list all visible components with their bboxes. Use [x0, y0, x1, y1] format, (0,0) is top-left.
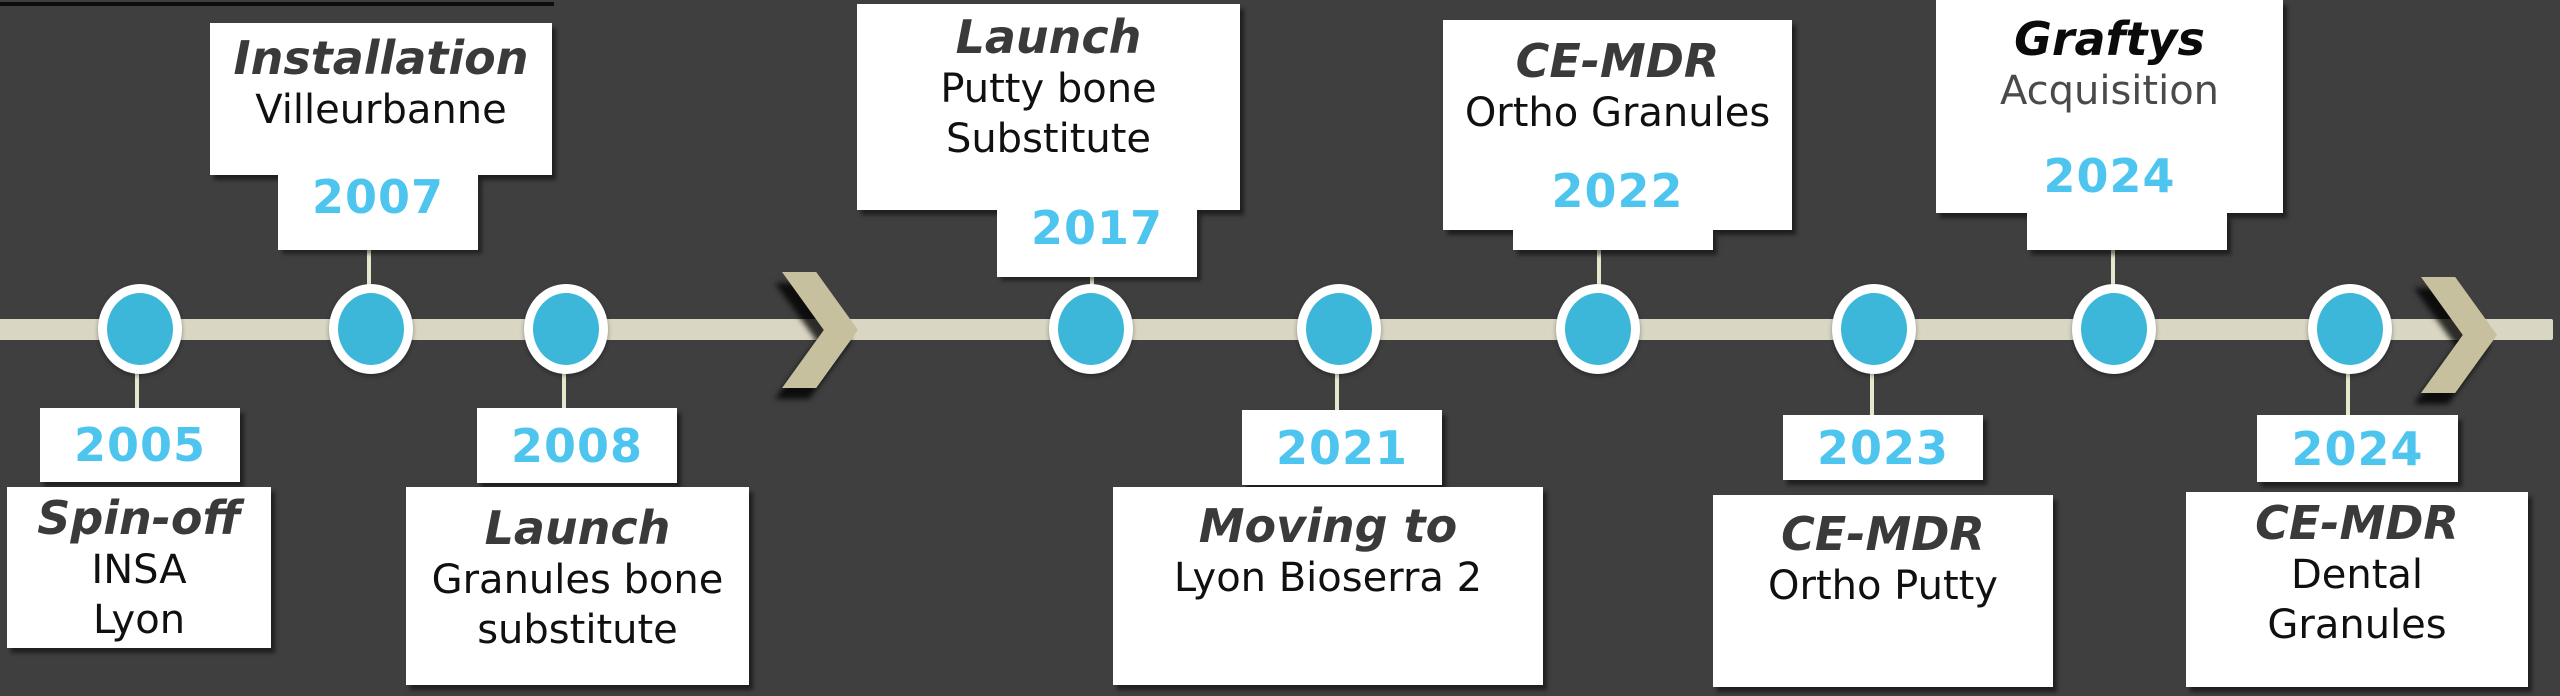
timeline-dot-2022: [1556, 284, 1640, 374]
event-title: Spin-off: [37, 491, 241, 545]
top-edge-line: [0, 2, 554, 6]
dot-core: [1306, 293, 1372, 365]
year-box-2024-dental: 2024: [2257, 415, 2458, 482]
year-label: 2022: [1551, 164, 1684, 218]
event-card-2022: CE-MDR Ortho Granules 2022: [1443, 20, 1792, 230]
timeline-dot-2007: [329, 284, 413, 374]
year-label: 2007: [311, 169, 445, 224]
dot-core: [1058, 293, 1124, 365]
year-box-2023: 2023: [1783, 415, 1983, 480]
event-subtitle-line: Lyon: [92, 597, 186, 643]
event-subtitle-line: Dental: [2290, 552, 2424, 598]
year-label: 2023: [1816, 420, 1950, 475]
timeline-dot-2024-dental: [2308, 284, 2392, 374]
event-title: CE-MDR: [1515, 34, 1720, 88]
event-title: Moving to: [1198, 499, 1458, 553]
timeline-dot-2008: [524, 284, 608, 374]
timeline-dot-2021: [1297, 284, 1381, 374]
dot-core: [338, 293, 404, 365]
year-label: 2024: [2043, 149, 2176, 203]
timeline-dot-2024-graftys: [2072, 284, 2156, 374]
dot-core: [1841, 293, 1907, 365]
year-label: 2017: [1030, 200, 1164, 255]
event-subtitle-line: Acquisition: [1999, 68, 2220, 114]
event-title: Launch: [955, 10, 1142, 64]
year-label: 2008: [510, 418, 644, 473]
event-title: Graftys: [2014, 12, 2205, 66]
timeline-dot-2017: [1049, 284, 1133, 374]
timeline-dot-2023: [1832, 284, 1916, 374]
year-label: 2005: [73, 418, 207, 472]
dot-core: [533, 293, 599, 365]
event-card-2024-dental: CE-MDR Dental Granules: [2186, 492, 2528, 687]
event-subtitle-line: Ortho Granules: [1464, 90, 1771, 136]
event-title: CE-MDR: [2255, 496, 2459, 550]
card-tab-2024-graftys: [2027, 213, 2227, 250]
event-card-2005: Spin-off INSA Lyon: [7, 487, 271, 648]
event-subtitle-line: INSA: [91, 547, 187, 593]
year-box-2007: 2007: [278, 169, 478, 250]
event-subtitle-line: Lyon Bioserra 2: [1173, 555, 1483, 601]
year-box-2017: 2017: [997, 205, 1197, 277]
event-subtitle-line: Ortho Putty: [1768, 563, 1998, 609]
event-card-2008: Launch Granules bone substitute: [406, 487, 749, 685]
timeline-dot-2005: [98, 284, 182, 374]
event-subtitle-line: Putty bone: [940, 66, 1157, 112]
event-title: CE-MDR: [1781, 507, 1985, 561]
event-card-2007: Installation Villeurbanne: [210, 23, 552, 175]
year-box-2008: 2008: [477, 408, 677, 483]
event-title: Launch: [484, 501, 671, 555]
year-label: 2021: [1275, 420, 1409, 475]
event-card-2017: Launch Putty bone Substitute: [857, 4, 1240, 210]
event-card-2023: CE-MDR Ortho Putty: [1713, 495, 2053, 687]
dot-core: [2317, 293, 2383, 365]
event-title: Installation: [233, 31, 529, 85]
year-box-2005: 2005: [40, 408, 240, 482]
dot-core: [2081, 293, 2147, 365]
event-subtitle-line: Granules bone: [431, 557, 724, 603]
card-tab-2022: [1513, 230, 1713, 250]
event-subtitle-line: Substitute: [945, 116, 1152, 162]
year-box-2021: 2021: [1242, 410, 1442, 485]
event-card-2024-graftys: Graftys Acquisition 2024: [1936, 0, 2283, 213]
event-card-2021: Moving to Lyon Bioserra 2: [1113, 487, 1543, 685]
year-label: 2024: [2291, 421, 2424, 476]
event-subtitle-line: Villeurbanne: [255, 87, 507, 133]
event-subtitle-line: substitute: [477, 607, 678, 653]
dot-core: [1565, 293, 1631, 365]
dot-core: [107, 293, 173, 365]
event-subtitle-line: Granules: [2267, 602, 2447, 648]
